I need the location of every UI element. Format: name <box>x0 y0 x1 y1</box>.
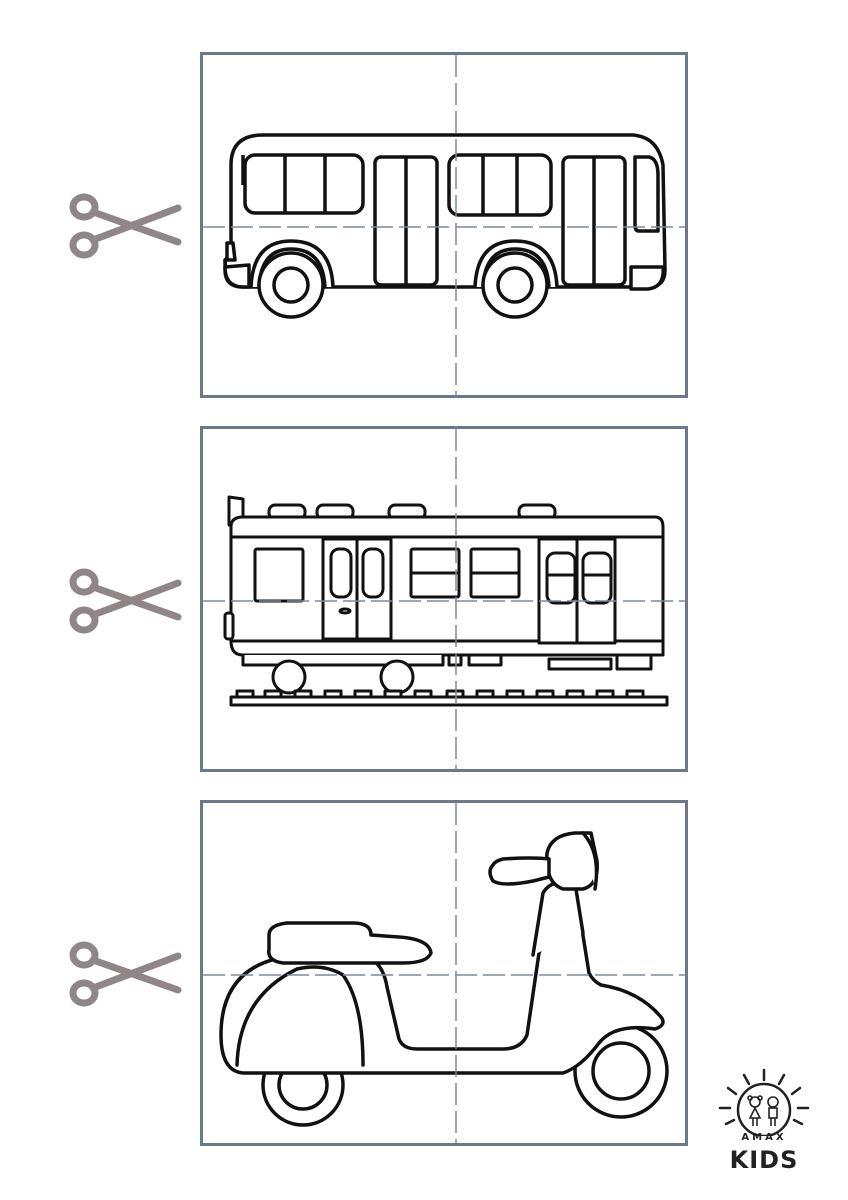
train-drawing <box>223 495 669 707</box>
cut-card-bus <box>200 52 688 398</box>
scooter-drawing <box>219 831 669 1127</box>
cut-guide-lines <box>203 55 685 395</box>
cut-guide-lines <box>203 429 685 769</box>
cut-guide-lines <box>203 803 685 1143</box>
sun-rays-icon <box>718 1068 810 1136</box>
bus-drawing <box>223 133 667 319</box>
scissors-icon <box>69 568 182 634</box>
logo-kids-text: KIDS <box>729 1146 799 1174</box>
scissors-icon <box>69 193 182 259</box>
cut-card-train <box>200 426 688 772</box>
cut-card-scooter <box>200 800 688 1146</box>
logo-brand-text: AMAX <box>741 1132 787 1143</box>
scissors-icon <box>69 941 182 1007</box>
amax-kids-logo: AMAX KIDS <box>714 1066 814 1178</box>
